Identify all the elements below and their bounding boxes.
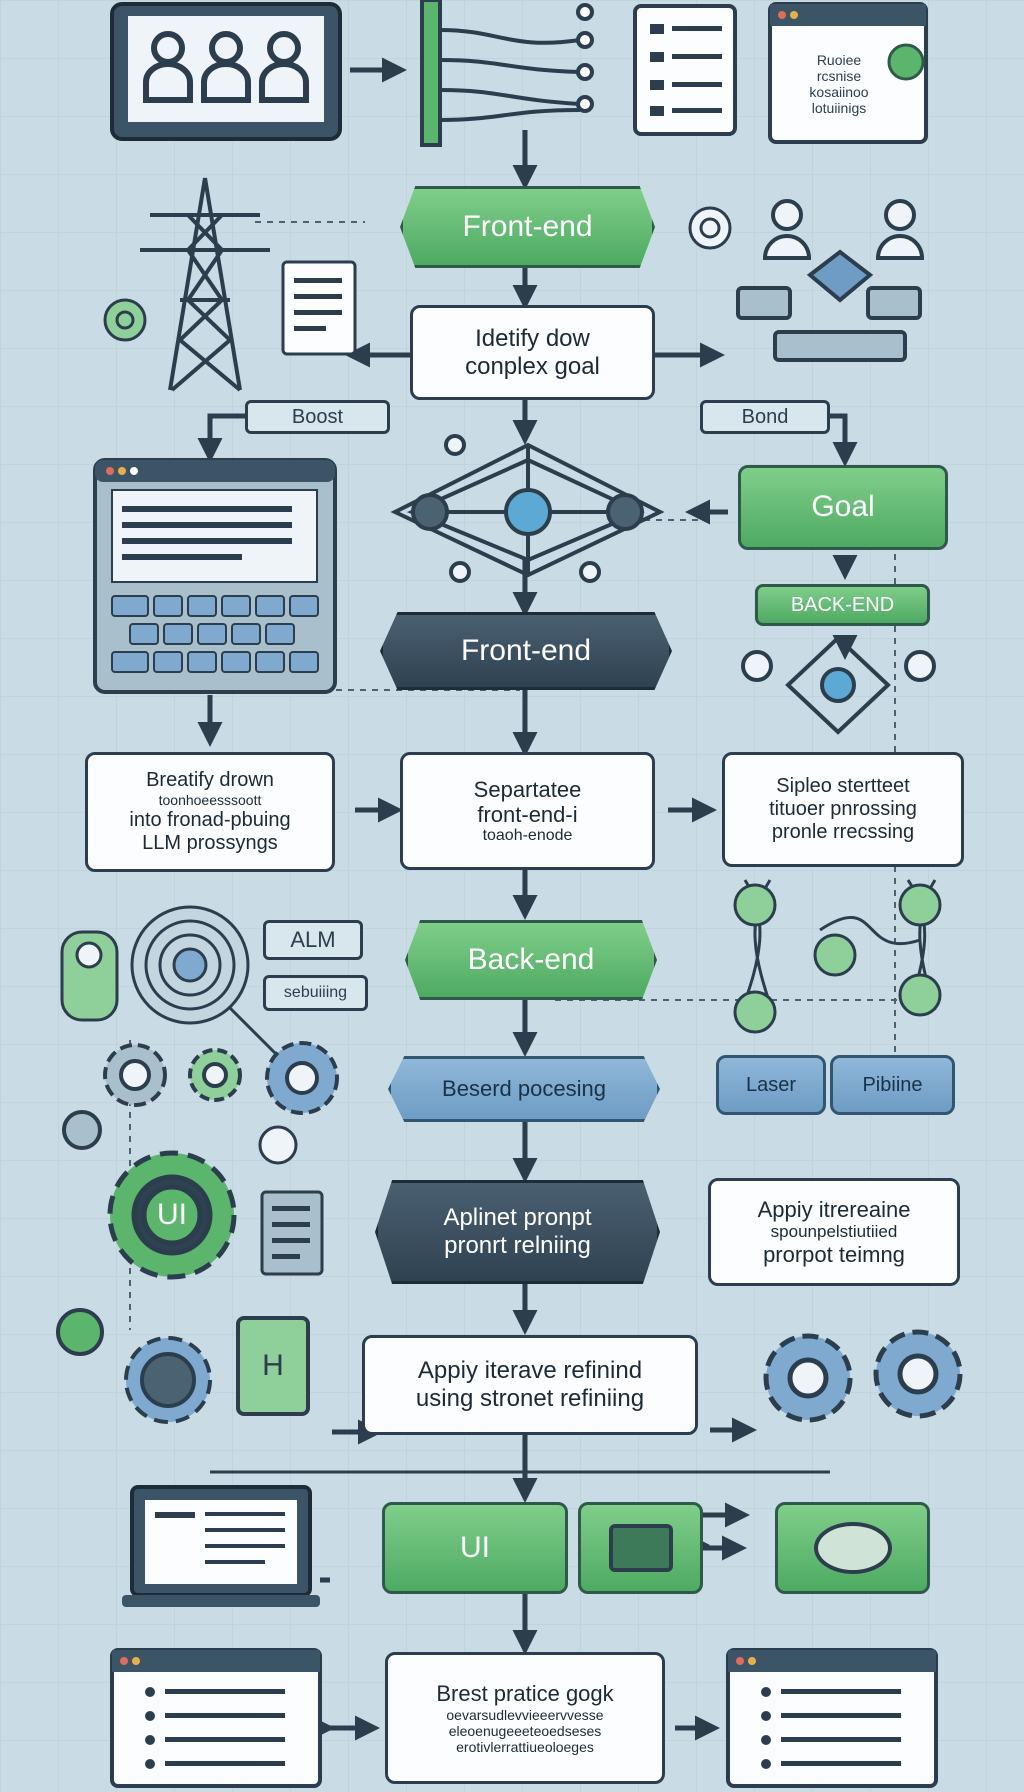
ui-screen-node	[578, 1502, 703, 1594]
gear-ui-label: UI	[140, 1190, 204, 1240]
backend-processing-label: Beserd pocesing	[442, 1076, 606, 1102]
gear-row-icons	[56, 1308, 310, 1424]
backend-processing-node: Beserd pocesing	[388, 1056, 660, 1122]
checklist-window-left	[110, 1648, 322, 1788]
screen-icon	[608, 1524, 673, 1572]
frontend-mid-node: Front-end	[380, 612, 672, 690]
target-badge-icon	[688, 206, 732, 250]
backend-label: Back-end	[467, 942, 595, 976]
alm-label: ALM	[290, 927, 336, 953]
gears-cluster-icon	[62, 1041, 339, 1150]
robot-avatar-icon	[60, 930, 119, 1022]
boost-label: Boost	[291, 405, 344, 428]
apply-prompt-line-1: Aplinet pronpt	[443, 1204, 592, 1232]
boost-label-node: Boost	[245, 400, 390, 434]
bond-label-node: Bond	[700, 400, 830, 434]
document-icon	[281, 260, 357, 356]
simple-line-3: pronle rrecssing	[771, 821, 915, 843]
scheduling-chip: sebuiiing	[263, 975, 368, 1011]
top-card-line-3: kosaiinoo	[809, 84, 869, 100]
keyboard-window-icon	[93, 458, 337, 694]
apply-prompt-line-2: pronrt relniing	[444, 1232, 591, 1259]
diamond-network-icon	[390, 434, 665, 583]
bond-label: Bond	[741, 405, 789, 428]
green-badge-left	[103, 298, 147, 342]
pipeline-node: Pibiine	[830, 1055, 955, 1115]
form-icon	[258, 1125, 324, 1276]
ui-diamond-node	[775, 1502, 930, 1594]
refine-line-1: Appiy iterave refinind	[417, 1357, 643, 1385]
goal-label: Goal	[811, 490, 875, 524]
checklist-window-right	[726, 1648, 938, 1788]
top-right-window	[768, 2, 928, 144]
top-card-line-1: Ruoiee	[816, 51, 862, 68]
refine-line-2: using stronet refiniing	[415, 1385, 645, 1412]
identify-line-2: conplex goal	[465, 352, 600, 380]
twin-gears-icon	[763, 1329, 963, 1423]
small-diamond-icon	[741, 635, 936, 735]
network-branch-icon	[420, 0, 594, 147]
separate-line-2: front-end-i	[477, 801, 578, 827]
gear-ui-icon	[107, 1150, 237, 1280]
user-network-icon	[736, 199, 925, 362]
gear-small-text: H	[262, 1348, 284, 1382]
gear-small-label: H	[246, 1346, 300, 1386]
apply-iterative-line-1: Appiy itrereaine	[757, 1196, 911, 1222]
backend-node: Back-end	[405, 920, 657, 1000]
target-icon	[130, 905, 282, 1060]
ui-node: UI	[382, 1502, 568, 1594]
break-down-line-3: into fronad-pbuing	[129, 808, 291, 831]
best-practice-line-1: Brest pratice gogk	[436, 1681, 614, 1707]
back-end-tag-label: BACK-END	[790, 593, 895, 616]
break-down-line-2: toonhoeesssoott	[158, 792, 262, 809]
laptop-icon	[122, 1485, 320, 1607]
laser-label: Laser	[745, 1073, 797, 1096]
checklist-icon	[633, 4, 737, 136]
back-end-tag: BACK-END	[755, 584, 930, 626]
alm-chip: ALM	[263, 920, 363, 960]
best-practice-line-3: eleoenugeeeteoedseses	[448, 1722, 602, 1739]
ui-label: UI	[460, 1530, 490, 1564]
apply-iterative-line-2: spounpelstiutiied	[770, 1222, 898, 1242]
break-down-line-1: Breatify drown	[146, 769, 274, 792]
simple-line-1: Sipleo stertteet	[776, 775, 910, 797]
simple-line-2: tituoer pnrossing	[769, 798, 917, 820]
dna-strand-icon	[733, 879, 942, 1034]
separate-line-1: Separtatee	[473, 776, 582, 802]
monitor-people-icon	[110, 2, 342, 141]
laser-node: Laser	[716, 1055, 826, 1115]
separate-line-3: toaoh-enode	[482, 827, 573, 845]
identify-line-1: Idetify dow	[475, 324, 590, 352]
goal-node: Goal	[738, 465, 948, 550]
apply-iterative-line-3: prorpot teimng	[763, 1241, 905, 1267]
best-practice-line-2: oevarsudlevvieeervvesse	[446, 1706, 604, 1723]
pipeline-label: Pibiine	[862, 1073, 923, 1096]
break-down-line-4: LLM prossyngs	[142, 831, 278, 854]
power-tower-icon	[140, 177, 270, 392]
best-practice-line-4: erotivlerrattiueoloeges	[456, 1738, 594, 1755]
top-card-line-2: rcsnise	[816, 67, 862, 84]
diamond-eye-icon	[813, 1522, 892, 1574]
frontend-mid-label: Front-end	[460, 633, 592, 667]
gear-ui-text: UI	[157, 1197, 187, 1231]
frontend-top-node: Front-end	[400, 186, 655, 268]
frontend-top-label: Front-end	[462, 209, 593, 243]
scheduling-label: sebuiiing	[283, 983, 348, 1001]
top-card-line-4: lotuiinigs	[811, 100, 867, 117]
